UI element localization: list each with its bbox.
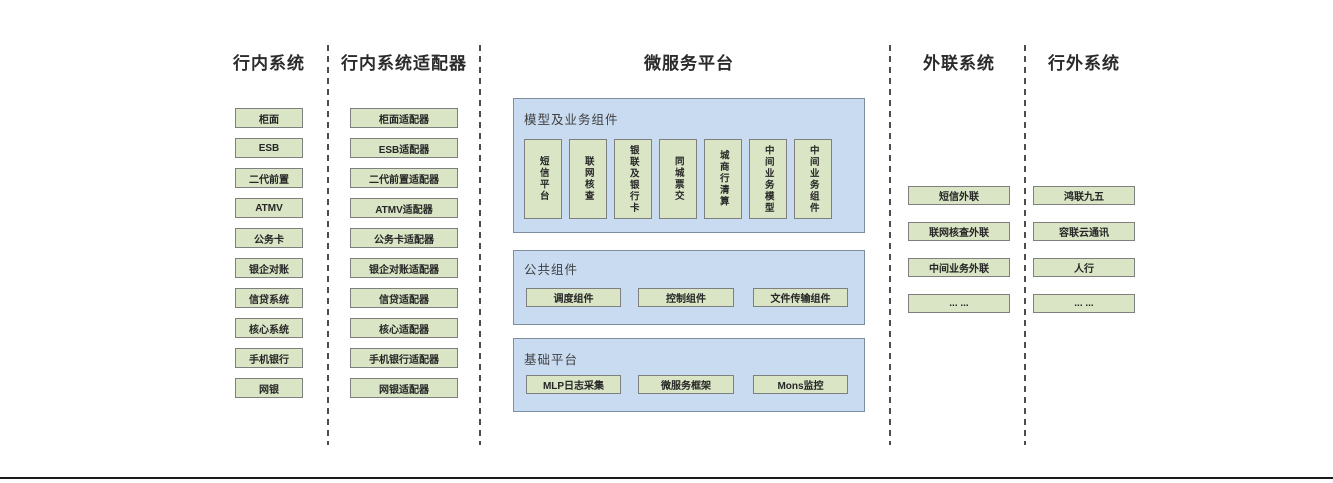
common-components-panel: 公共组件 调度组件 控制组件 文件传输组件: [513, 250, 865, 325]
adapter-node: 柜面适配器: [350, 108, 458, 128]
internal-system-node: 手机银行: [235, 348, 303, 368]
external-system-node: ... ...: [1033, 294, 1135, 313]
column-divider: [889, 45, 891, 445]
column-title-outreach-systems: 外联系统: [923, 54, 995, 73]
column-title-microservice-platform: 微服务平台: [644, 54, 734, 73]
model-component-card: 同城票交: [659, 139, 697, 219]
outreach-system-node: 短信外联: [908, 186, 1010, 205]
external-system-node: 鸿联九五: [1033, 186, 1135, 205]
column-title-external-systems: 行外系统: [1048, 54, 1120, 73]
panel-label: 公共组件: [524, 263, 579, 277]
base-platform-node: Mons监控: [753, 375, 848, 394]
internal-system-node: ATMV: [235, 198, 303, 218]
common-component-node: 文件传输组件: [753, 288, 848, 307]
outreach-system-node: 中间业务外联: [908, 258, 1010, 277]
adapter-node: 核心适配器: [350, 318, 458, 338]
model-component-card: 城商行清算: [704, 139, 742, 219]
column-divider: [327, 45, 329, 445]
internal-system-node: 信贷系统: [235, 288, 303, 308]
common-component-node: 控制组件: [638, 288, 734, 307]
adapter-node: ESB适配器: [350, 138, 458, 158]
internal-system-node: 核心系统: [235, 318, 303, 338]
panel-label: 基础平台: [524, 353, 579, 367]
internal-system-node: ESB: [235, 138, 303, 158]
internal-system-node: 网银: [235, 378, 303, 398]
external-system-node: 容联云通讯: [1033, 222, 1135, 241]
panel-label: 模型及业务组件: [524, 113, 619, 127]
model-component-card: 中间业务模型: [749, 139, 787, 219]
outreach-system-node: 联网核查外联: [908, 222, 1010, 241]
adapter-node: 网银适配器: [350, 378, 458, 398]
model-component-card: 银联及银行卡: [614, 139, 652, 219]
base-platform-node: MLP日志采集: [526, 375, 621, 394]
model-component-card: 短信平台: [524, 139, 562, 219]
column-title-internal-systems: 行内系统: [233, 54, 305, 73]
adapter-node: 银企对账适配器: [350, 258, 458, 278]
outreach-system-node: ... ...: [908, 294, 1010, 313]
bottom-rule: [0, 477, 1333, 479]
external-system-node: 人行: [1033, 258, 1135, 277]
model-component-card: 联网核查: [569, 139, 607, 219]
model-business-components-panel: 模型及业务组件 短信平台 联网核查 银联及银行卡 同城票交 城商行清算 中间业务…: [513, 98, 865, 233]
internal-system-node: 柜面: [235, 108, 303, 128]
internal-system-node: 二代前置: [235, 168, 303, 188]
column-divider: [1024, 45, 1026, 445]
model-component-card: 中间业务组件: [794, 139, 832, 219]
common-component-node: 调度组件: [526, 288, 621, 307]
adapter-node: 手机银行适配器: [350, 348, 458, 368]
internal-system-node: 银企对账: [235, 258, 303, 278]
column-divider: [479, 45, 481, 445]
adapter-node: 公务卡适配器: [350, 228, 458, 248]
adapter-node: ATMV适配器: [350, 198, 458, 218]
base-platform-node: 微服务框架: [638, 375, 734, 394]
adapter-node: 信贷适配器: [350, 288, 458, 308]
base-platform-panel: 基础平台 MLP日志采集 微服务框架 Mons监控: [513, 338, 865, 412]
column-title-internal-adapters: 行内系统适配器: [341, 54, 467, 73]
adapter-node: 二代前置适配器: [350, 168, 458, 188]
internal-system-node: 公务卡: [235, 228, 303, 248]
